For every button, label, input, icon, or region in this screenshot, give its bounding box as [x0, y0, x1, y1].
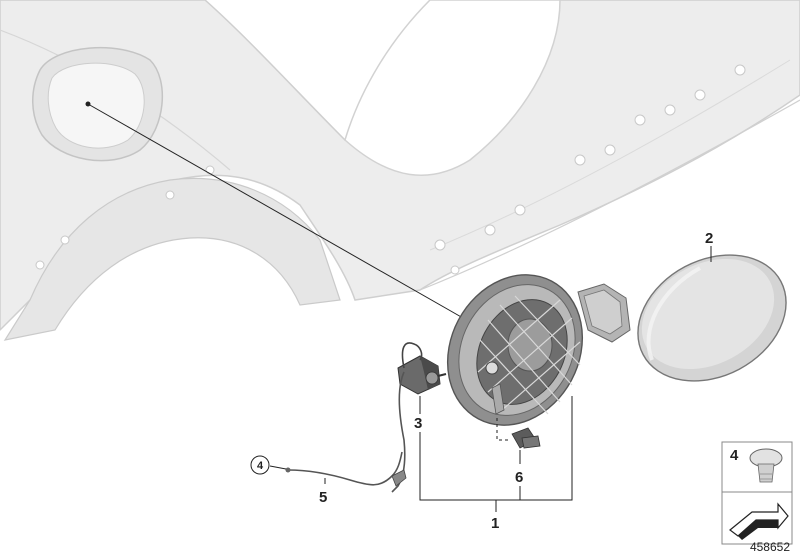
- callout-1: 1: [491, 515, 499, 532]
- callout-4-circle: [250, 455, 270, 475]
- release-cable: [285, 451, 407, 487]
- parts-legend: 4: [721, 441, 793, 545]
- leader-dot: [85, 101, 91, 107]
- leader-line-6-dashed: [496, 418, 510, 441]
- screw: [511, 427, 541, 449]
- callout-5: 5: [319, 489, 327, 506]
- fuel-filler-flap: [637, 254, 787, 382]
- callout-3: 3: [414, 415, 422, 432]
- leader-line-4: [269, 465, 287, 470]
- legend-item-4-number: 4: [730, 447, 739, 464]
- rivet-clip-icon: [749, 448, 783, 483]
- arrow-symbol-icon: [729, 502, 789, 540]
- fuel-filler-housing: [446, 274, 631, 426]
- callout-4: 4: [257, 460, 264, 472]
- leader-line-panel: [87, 103, 471, 323]
- diagram-reference-number: 458652: [749, 540, 790, 554]
- callout-2: 2: [705, 230, 713, 247]
- callout-6: 6: [515, 469, 523, 486]
- rear-side-panel: [0, 0, 800, 341]
